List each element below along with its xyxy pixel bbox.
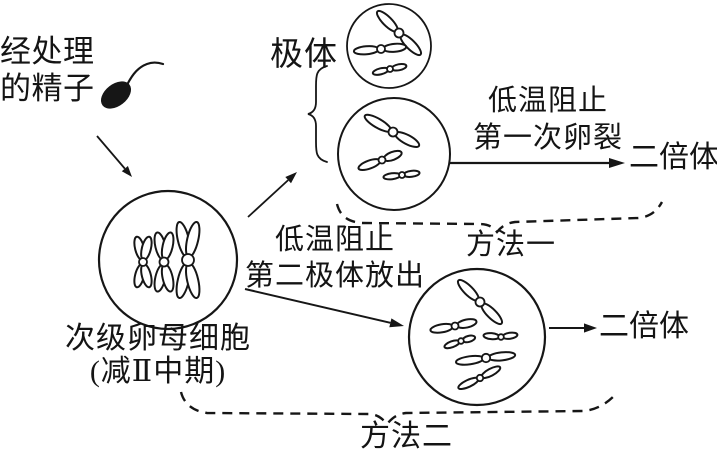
polar-body-brace <box>307 65 328 163</box>
treated-sperm-line1: 经处理 <box>0 34 95 69</box>
method2-condition-label: 低温阻止 第二极体放出 <box>239 222 431 294</box>
secondary-oocyte-line1: 次级卵母细胞 <box>65 322 251 355</box>
diploid-result-1-label: 二倍体 <box>629 141 717 174</box>
sperm-entry-arrow <box>96 135 132 177</box>
treated-sperm-label: 经处理 的精子 <box>0 33 95 107</box>
diploid-result-2-label: 二倍体 <box>599 310 689 343</box>
method1-egg-cell <box>337 97 451 211</box>
method1-label: 方法一 <box>466 229 557 261</box>
secondary-oocyte-line2: (减Ⅱ中期) <box>89 355 227 388</box>
method2-condition-line1: 低温阻止 <box>274 224 395 256</box>
sperm-icon <box>100 61 165 109</box>
method1-condition-line1: 低温阻止 <box>487 85 608 117</box>
method1-result-arrow <box>450 158 625 168</box>
polar-body-cell <box>346 3 432 89</box>
secondary-oocyte-label: 次级卵母细胞 (减Ⅱ中期) <box>52 322 264 388</box>
method2-dashed-brace <box>179 391 615 426</box>
method2-arrow <box>244 288 404 328</box>
polar-body-label: 极体 <box>270 37 338 73</box>
secondary-oocyte-cell <box>97 189 239 331</box>
method1-condition-line2: 第一次卵裂 <box>472 122 623 154</box>
treated-sperm-line2: 的精子 <box>0 71 95 106</box>
method1-dashed-brace <box>335 201 664 234</box>
method2-label: 方法二 <box>360 420 453 453</box>
method1-condition-label: 低温阻止 第一次卵裂 <box>452 83 644 157</box>
method2-condition-line2: 第二极体放出 <box>244 260 425 292</box>
oocyte-to-method1-arrow <box>247 172 297 218</box>
method2-result-arrow <box>549 323 597 333</box>
method2-egg-cell <box>407 267 547 407</box>
